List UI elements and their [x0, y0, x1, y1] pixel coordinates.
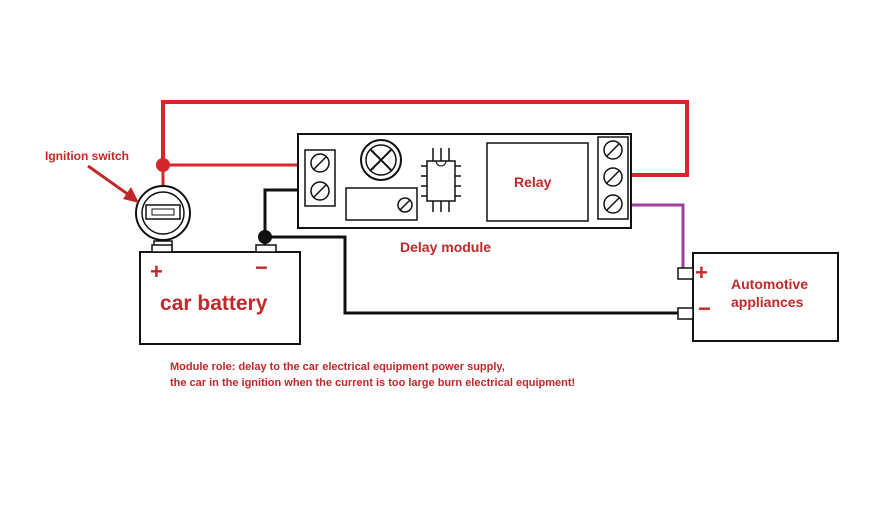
appliances-label: Automotive appliances — [731, 276, 808, 310]
negative-wire-module — [263, 188, 305, 237]
trimmer-icon — [345, 187, 418, 221]
appliances-positive-sign: + — [695, 260, 708, 285]
appliances-negative-sign: − — [698, 296, 711, 321]
note-line-1: Module role: delay to the car electrical… — [170, 361, 505, 373]
positive-junction-dot — [156, 158, 170, 172]
positive-wire-loop — [161, 100, 689, 177]
switched-wire — [628, 203, 685, 271]
ic-chip-icon — [421, 148, 461, 212]
left-terminal-block — [304, 149, 336, 207]
relay-box — [486, 142, 589, 222]
delay-module — [297, 133, 632, 229]
ignition-switch — [135, 185, 191, 252]
ignition-switch-label: Ignition switch — [45, 149, 129, 163]
battery-negative-sign: − — [255, 255, 268, 280]
right-terminal-block — [597, 136, 629, 220]
automotive-appliances — [677, 252, 839, 342]
relay-label: Relay — [514, 174, 552, 190]
battery-label: car battery — [160, 292, 268, 315]
note-line-2: the car in the ignition when the current… — [170, 377, 576, 389]
potentiometer-icon — [360, 139, 402, 181]
delay-module-label: Delay module — [400, 239, 492, 255]
negative-wire-appliances — [265, 235, 678, 315]
car-battery — [139, 244, 301, 345]
battery-positive-sign: + — [150, 259, 163, 284]
ignition-arrow-icon — [87, 164, 139, 203]
